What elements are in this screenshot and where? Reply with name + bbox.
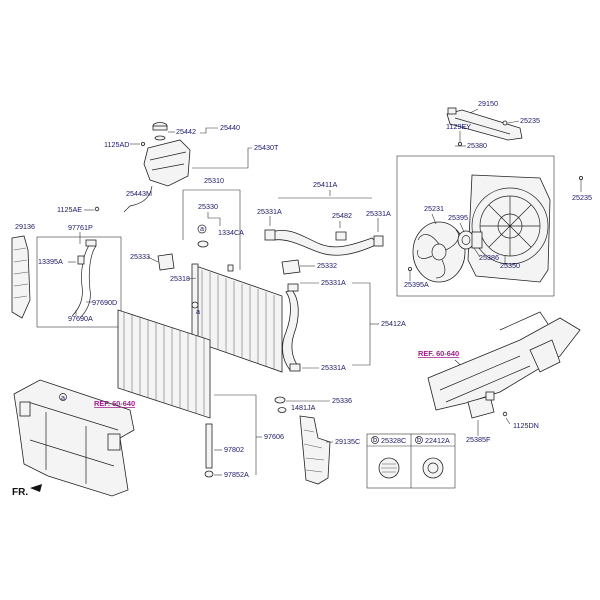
label-1125DN: 1125DN: [513, 421, 539, 430]
label-13395A: 13395A: [38, 257, 63, 266]
label-1334CA: 1334CA: [218, 228, 244, 237]
air-guard-29135C: [299, 415, 331, 485]
label-25443M: 25443M: [126, 189, 152, 198]
fan-blade-25231: [412, 221, 466, 283]
condenser-97606: [117, 309, 211, 419]
label-25333: 25333: [130, 252, 150, 261]
label-25442: 25442: [176, 127, 196, 136]
reservoir-cap-25442: [152, 122, 168, 131]
ref-left[interactable]: REF. 60-640: [94, 399, 135, 408]
label-97690A: 97690A: [68, 314, 93, 323]
label-25430T: 25430T: [254, 143, 279, 152]
label-25395A: 25395A: [404, 280, 429, 289]
label-25331A-upper-left: 25331A: [257, 207, 282, 216]
front-arrow-icon: [30, 484, 42, 492]
label-29150: 29150: [478, 99, 498, 108]
lower-hose-25412A: [282, 283, 301, 372]
label-25331A-lower-bottom: 25331A: [321, 363, 346, 372]
label-25482: 25482: [332, 211, 352, 220]
label-29135C: 29135C: [335, 437, 360, 446]
label-25336: 25336: [332, 396, 352, 405]
label-1125AD: 1125AD: [104, 140, 129, 149]
label-25328C: 25328C: [381, 436, 406, 445]
ref-right[interactable]: REF. 60-640: [418, 349, 459, 358]
label-1125AE: 1125AE: [57, 205, 82, 214]
front-marker: FR.: [12, 487, 28, 498]
callout-b-table: b: [417, 435, 421, 444]
label-22412A: 22412A: [425, 436, 450, 445]
label-25330: 25330: [198, 202, 218, 211]
upper-hose-25411A: [264, 229, 384, 256]
label-97690D: 97690D: [92, 298, 117, 307]
label-25231: 25231: [424, 204, 444, 213]
label-25331A-lower-top: 25331A: [321, 278, 346, 287]
upper-bracket-29150: [446, 107, 523, 141]
label-25332: 25332: [317, 261, 337, 270]
bracket-25385F: [467, 391, 495, 419]
label-25235-right: 25235: [572, 193, 592, 202]
label-97761P: 97761P: [68, 223, 93, 232]
ac-line-box: [36, 236, 122, 328]
label-97852A: 97852A: [224, 470, 249, 479]
label-25318: 25318: [170, 274, 190, 283]
label-97606: 97606: [264, 432, 284, 441]
label-25235-top: 25235: [520, 116, 540, 125]
callout-parts-table: [366, 433, 456, 489]
fan-assembly-box: [396, 155, 555, 297]
label-25411A: 25411A: [313, 180, 337, 189]
front-end-carrier: [13, 379, 135, 497]
label-25440: 25440: [220, 123, 240, 132]
radiator-cap-25330: [197, 240, 209, 248]
overflow-hose-25443M: [123, 185, 153, 213]
label-25331A-upper-right: 25331A: [366, 209, 391, 218]
fan-motor-25386: [457, 230, 483, 250]
label-25385F: 25385F: [466, 435, 491, 444]
side-air-guard-29136: [11, 235, 31, 319]
label-97802: 97802: [224, 445, 244, 454]
reservoir-seal-25440: [154, 135, 166, 141]
label-25310: 25310: [204, 176, 224, 185]
callout-a-1: a: [200, 224, 204, 233]
callout-b-carrier: a: [61, 393, 65, 402]
label-25380: 25380: [467, 141, 487, 150]
label-25395: 25395: [448, 213, 468, 222]
callout-a-2: a: [196, 307, 200, 316]
reservoir-tank-25430T: [143, 139, 191, 187]
label-1481JA: 1481JA: [291, 403, 316, 412]
bolt-1334CA: [227, 264, 234, 272]
label-1129EY: 1129EY: [446, 122, 471, 131]
front-side-member: [427, 311, 581, 411]
mount-25336: [274, 396, 286, 404]
bracket-25332: [281, 259, 301, 275]
label-25412A: 25412A: [381, 319, 406, 328]
callout-a-table: b: [373, 435, 377, 444]
bolt-1481JA: [277, 407, 287, 413]
fan-shroud-25350: [467, 174, 551, 283]
ac-pipe-97761P: [71, 239, 97, 319]
bracket-25333: [157, 253, 175, 271]
label-25350: 25350: [500, 261, 520, 270]
label-29136: 29136: [15, 222, 35, 231]
receiver-drier-97802: [204, 423, 214, 478]
label-25386: 25386: [479, 253, 499, 262]
